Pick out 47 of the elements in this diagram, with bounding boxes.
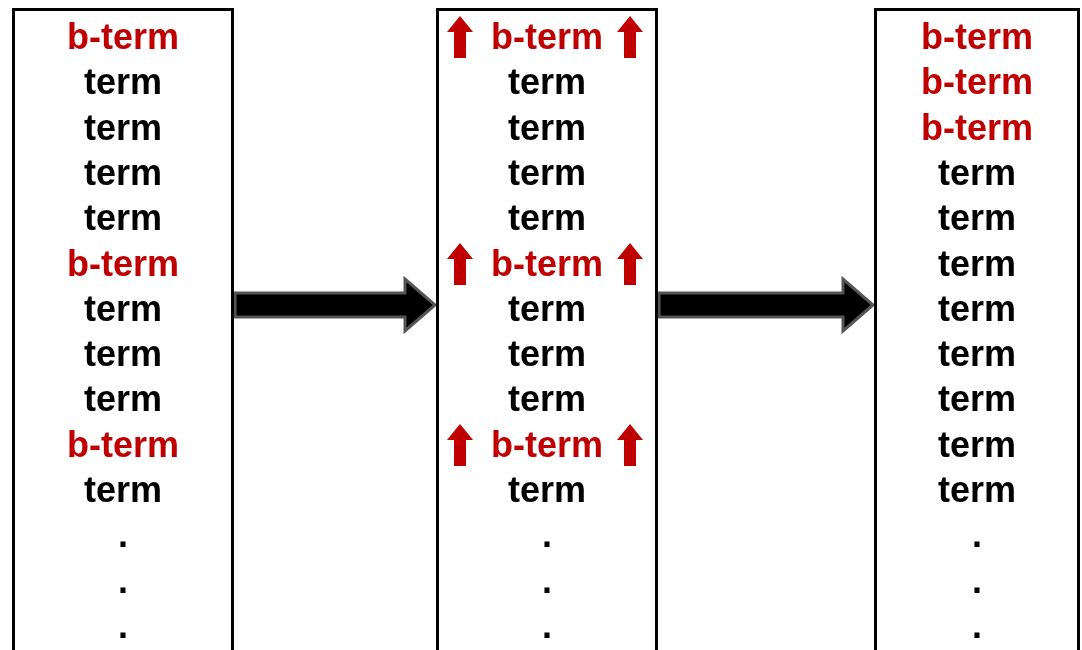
term-label: term xyxy=(84,288,162,329)
term-label: term xyxy=(84,198,162,239)
ellipsis-dot: . xyxy=(542,605,552,646)
term-label: b-term xyxy=(491,243,603,284)
term-label: term xyxy=(508,288,586,329)
term-label: term xyxy=(84,470,162,510)
term-label: term xyxy=(508,379,586,420)
ellipsis-dot: . xyxy=(542,515,552,556)
term-label: term xyxy=(84,334,162,375)
term-list-box xyxy=(12,8,234,650)
term-label: b-term xyxy=(491,17,603,57)
ellipsis-dot: . xyxy=(972,515,982,556)
term-label: term xyxy=(938,288,1016,329)
term-label: term xyxy=(508,470,586,510)
term-label: b-term xyxy=(491,424,603,465)
term-label: b-term xyxy=(921,62,1033,103)
ellipsis-dot: . xyxy=(118,515,128,556)
term-label: term xyxy=(508,107,586,148)
term-label: b-term xyxy=(67,424,179,465)
term-label: term xyxy=(508,334,586,375)
term-label: b-term xyxy=(67,17,179,57)
term-label: term xyxy=(938,243,1016,284)
ellipsis-dot: . xyxy=(972,560,982,601)
term-label: term xyxy=(84,107,162,148)
term-label: term xyxy=(938,152,1016,193)
term-label: term xyxy=(938,334,1016,375)
block-arrow xyxy=(657,275,876,335)
ellipsis-dot: . xyxy=(972,605,982,646)
term-list-box xyxy=(874,8,1080,650)
term-label: term xyxy=(508,152,586,193)
term-label: term xyxy=(938,470,1016,510)
term-label: b-term xyxy=(921,17,1033,57)
term-label: term xyxy=(508,198,586,239)
term-label: b-term xyxy=(921,107,1033,148)
term-list-box xyxy=(436,8,658,650)
ellipsis-dot: . xyxy=(118,560,128,601)
block-arrow xyxy=(233,275,438,335)
ellipsis-dot: . xyxy=(118,605,128,646)
term-label: term xyxy=(938,198,1016,239)
term-label: term xyxy=(84,62,162,103)
term-label: b-term xyxy=(67,243,179,284)
term-label: term xyxy=(938,379,1016,420)
term-label: term xyxy=(84,379,162,420)
term-label: term xyxy=(508,62,586,103)
term-label: term xyxy=(84,152,162,193)
ellipsis-dot: . xyxy=(542,560,552,601)
term-label: term xyxy=(938,424,1016,465)
